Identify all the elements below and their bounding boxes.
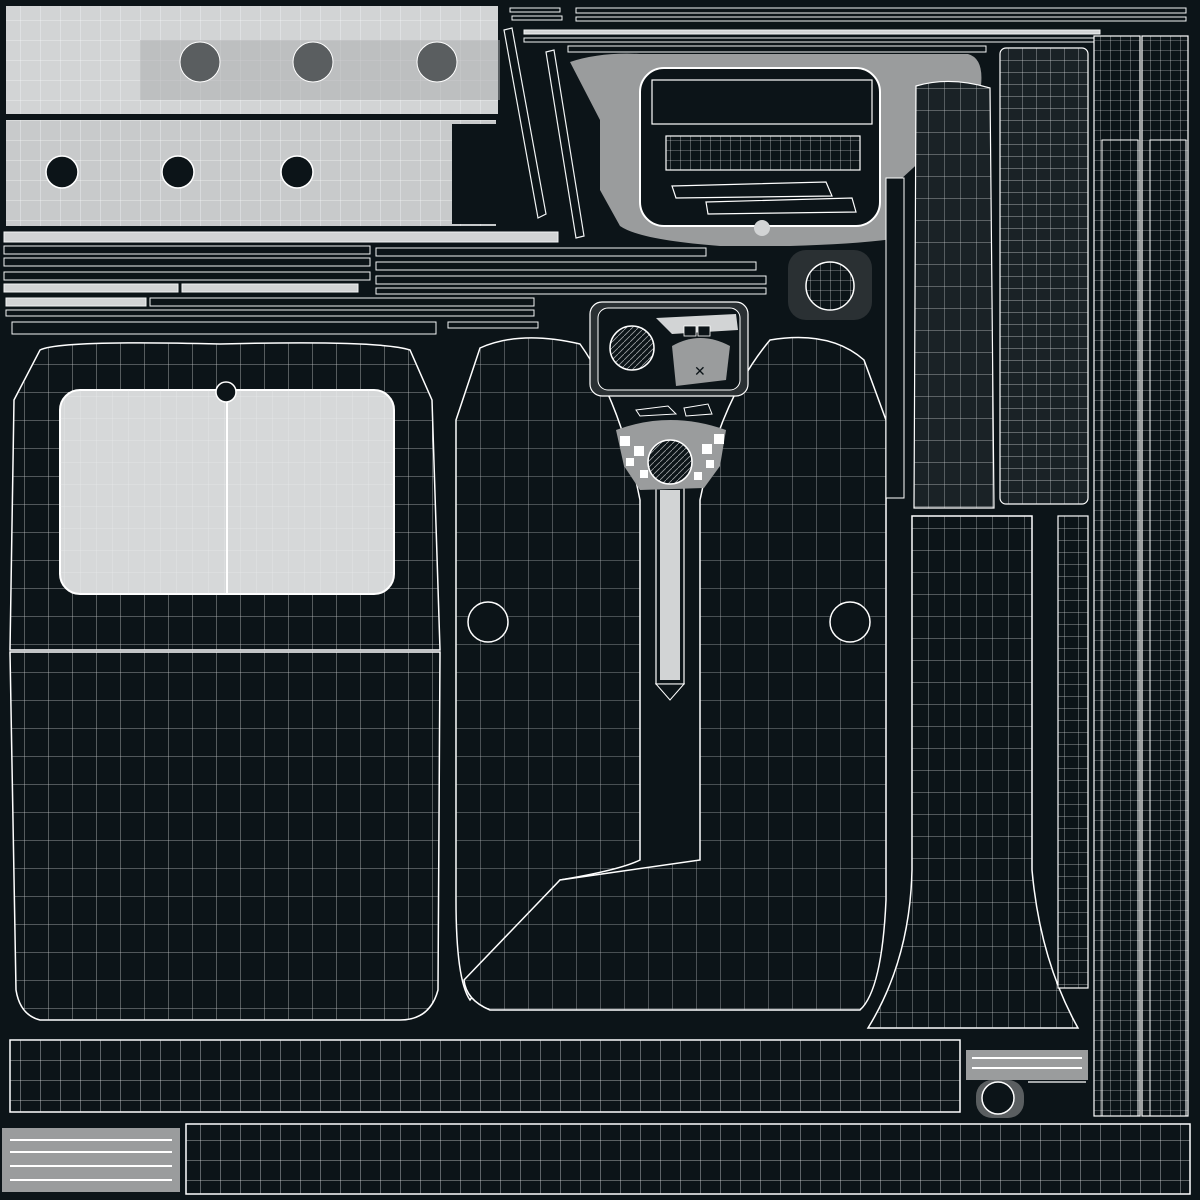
uv-shell-top-strip-2 (6, 120, 496, 226)
uv-shell-bottom-strips (2, 1039, 1191, 1195)
uv-diagonal-strips (503, 27, 585, 239)
uv-shell-bottom-knob (966, 1050, 1088, 1118)
uv-round-grille (788, 250, 872, 320)
uv-shell-flared-piece (866, 515, 1089, 1029)
uv-shell-emblem (616, 420, 726, 490)
uv-shell-dash-cluster: ✕ (589, 301, 749, 417)
uv-shell-top-strip-1 (6, 6, 500, 114)
svg-text:✕: ✕ (694, 364, 706, 380)
uv-shell-left-panel (9, 342, 441, 1021)
uv-thin-strips (3, 7, 1187, 335)
uv-shell-center-panel (455, 336, 887, 1011)
knob-icon (981, 1081, 1015, 1115)
grommet-icon (179, 41, 458, 83)
uv-shell-vent-frame (570, 53, 982, 246)
uv-shell-right-columns (885, 35, 1189, 1117)
